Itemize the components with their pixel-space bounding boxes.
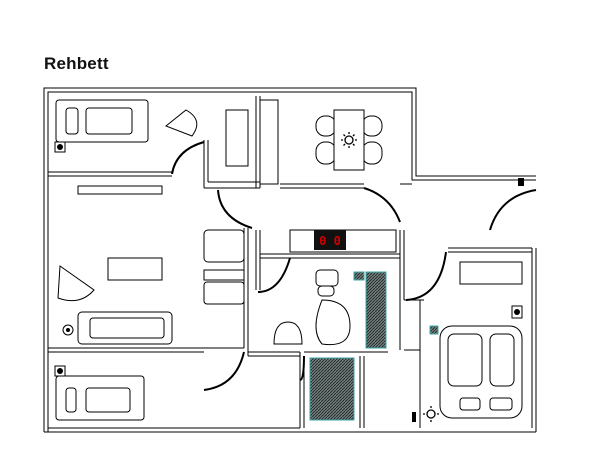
room-right — [412, 178, 524, 422]
fan-icon-3 — [511, 305, 523, 319]
room-top-left — [54, 99, 279, 185]
sun-icon-2 — [423, 406, 439, 422]
living-room — [57, 185, 245, 345]
sensor-icon — [54, 365, 66, 377]
door-outside — [489, 189, 537, 231]
sun-icon — [341, 132, 357, 148]
doors — [171, 141, 537, 391]
dining-area — [315, 109, 383, 171]
fan-icon-2 — [62, 324, 74, 336]
outer-walls — [43, 87, 537, 433]
door-bath — [299, 355, 305, 381]
lamp-shape-2 — [57, 265, 95, 302]
room-bottom-left — [54, 365, 145, 421]
door-living-top — [217, 189, 253, 229]
plan-title: Rehbett — [44, 54, 109, 73]
fan-icon — [54, 141, 66, 153]
shower-tray — [365, 271, 387, 349]
bathroom — [273, 269, 387, 421]
stove-display — [314, 230, 346, 250]
kitchen: 0 0 — [289, 229, 397, 253]
door-corridor — [363, 187, 401, 223]
lamp-shape — [165, 109, 198, 137]
door-kitchen — [257, 257, 291, 293]
bath-mat — [309, 357, 355, 421]
door-bedroom-top — [171, 141, 205, 175]
stove-display-digits: 0 0 — [319, 234, 341, 248]
door-right-room — [405, 251, 447, 301]
door-bottom-left — [203, 351, 245, 391]
